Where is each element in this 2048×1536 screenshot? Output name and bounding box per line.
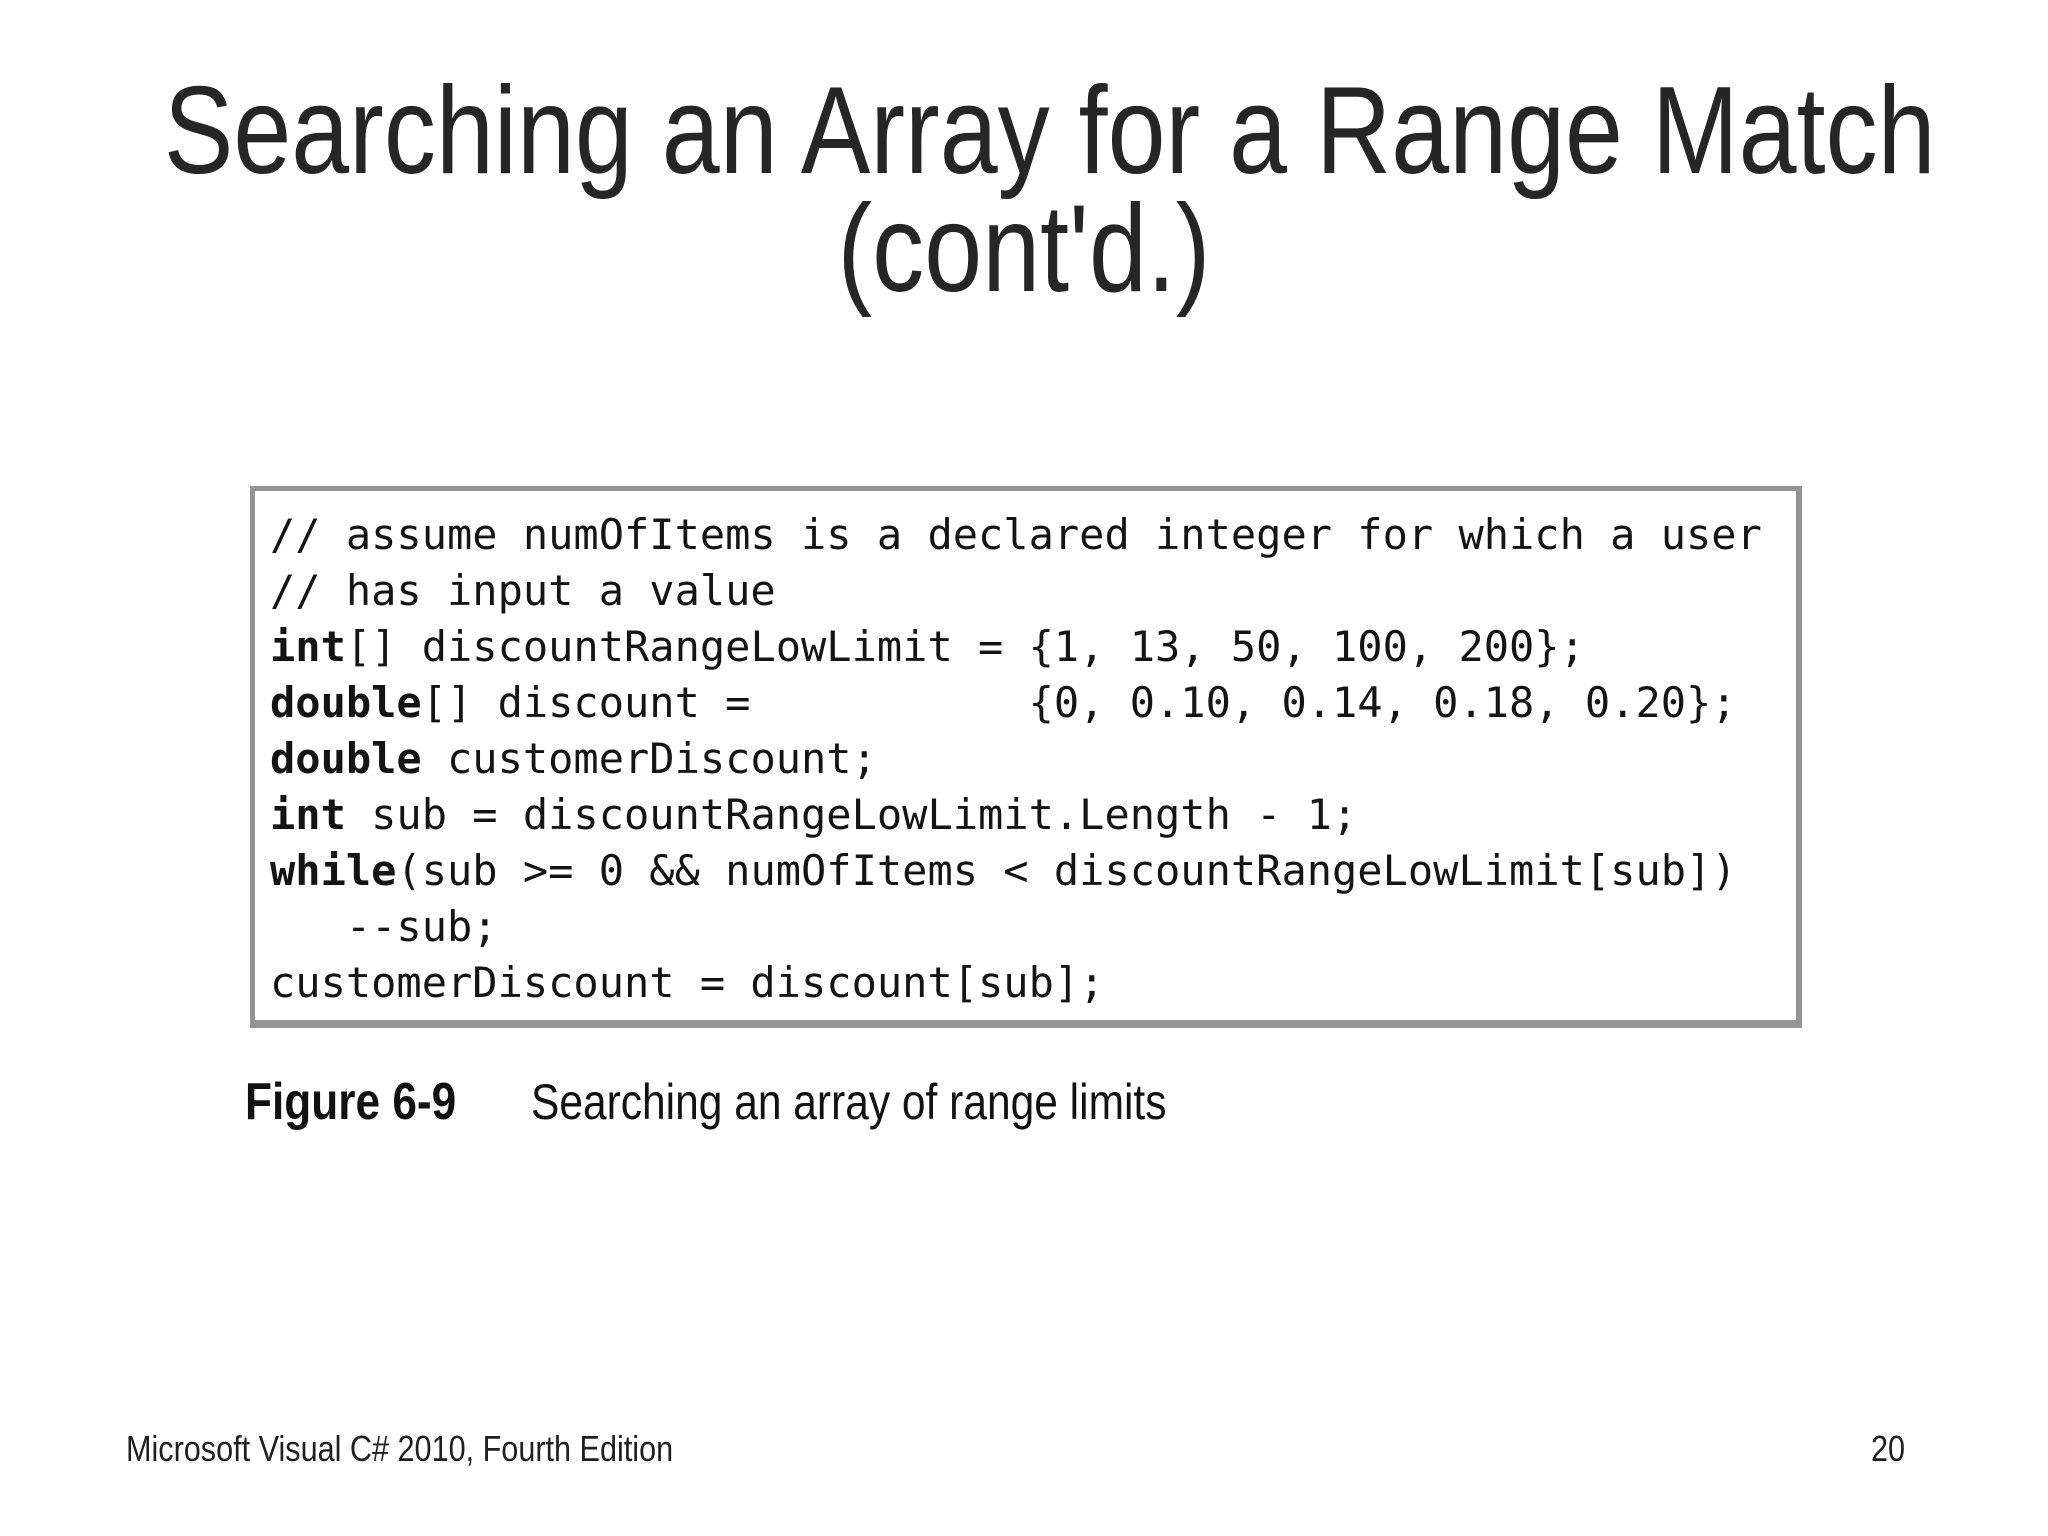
code-keyword: int [270, 622, 346, 671]
code-line: --sub; [270, 899, 1786, 955]
code-text: customerDiscount; [421, 734, 877, 783]
code-line: double[] discount = {0, 0.10, 0.14, 0.18… [270, 675, 1786, 731]
code-keyword: int [270, 790, 346, 839]
figure-caption: Figure 6-9 Searching an array of range li… [245, 1072, 1166, 1132]
code-line: double customerDiscount; [270, 731, 1786, 787]
slide-title-line-1: Searching an Array for a Range Match [163, 62, 1936, 200]
code-keyword: double [270, 734, 422, 783]
code-text: // has input a value [270, 566, 776, 615]
code-figure-box: // assume numOfItems is a declared integ… [250, 486, 1802, 1028]
figure-label: Figure 6-9 [245, 1073, 457, 1131]
code-text: [] discount = {0, 0.10, 0.14, 0.18, 0.20… [421, 678, 1737, 727]
code-text: [] discountRangeLowLimit = {1, 13, 50, 1… [345, 622, 1585, 671]
code-line: customerDiscount = discount[sub]; [270, 955, 1786, 1011]
code-block: // assume numOfItems is a declared integ… [270, 507, 1786, 1011]
slide-title: Searching an Array for a Range Match (co… [163, 62, 1936, 318]
code-line: // assume numOfItems is a declared integ… [270, 507, 1786, 563]
code-text: customerDiscount = discount[sub]; [270, 958, 1105, 1007]
code-line: // has input a value [270, 563, 1786, 619]
code-text: --sub; [270, 902, 498, 951]
code-text: // assume numOfItems is a declared integ… [270, 510, 1762, 559]
page-number: 20 [1870, 1428, 1905, 1469]
code-text: sub = discountRangeLowLimit.Length - 1; [345, 790, 1358, 839]
footer-course-title: Microsoft Visual C# 2010, Fourth Edition [126, 1428, 674, 1469]
code-line: while(sub >= 0 && numOfItems < discountR… [270, 843, 1786, 899]
code-keyword: while [270, 846, 397, 895]
figure-caption-text: Searching an array of range limits [531, 1074, 1167, 1130]
code-keyword: double [270, 678, 422, 727]
code-text: (sub >= 0 && numOfItems < discountRangeL… [396, 846, 1737, 895]
code-line: int sub = discountRangeLowLimit.Length -… [270, 787, 1786, 843]
slide-title-line-2: (cont'd.) [837, 180, 1211, 318]
code-line: int[] discountRangeLowLimit = {1, 13, 50… [270, 619, 1786, 675]
